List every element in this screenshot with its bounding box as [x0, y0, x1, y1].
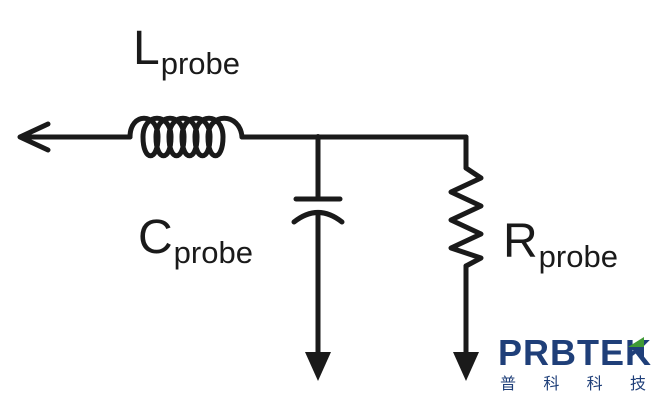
- label-c-main: C: [138, 211, 173, 264]
- label-c-probe: Cprobe: [138, 211, 253, 269]
- logo-cn-char-2: 科: [543, 374, 560, 393]
- label-r-sub: probe: [538, 239, 618, 274]
- cap-ground-arrow: [305, 352, 331, 381]
- prbtek-logo: PRBTEK 普 科 科 技: [498, 332, 653, 401]
- resistor-zigzag: [448, 165, 484, 269]
- logo-wordmark: PRBTEK: [498, 332, 653, 373]
- label-l-sub: probe: [160, 46, 240, 81]
- junction-dot: [315, 134, 321, 140]
- logo-cn-char-1: 普: [500, 374, 517, 393]
- logo-cn-char-4: 技: [629, 374, 646, 393]
- logo-leaf-icon: [628, 337, 644, 357]
- label-l-main: L: [133, 22, 160, 75]
- logo-cn-char-3: 科: [586, 374, 603, 393]
- label-l-probe: Lprobe: [133, 22, 240, 80]
- label-r-main: R: [503, 215, 538, 268]
- label-c-sub: probe: [173, 235, 253, 270]
- inductor-coil: [127, 115, 245, 159]
- logo-chinese-text: 普 科 科 技: [500, 376, 646, 392]
- label-r-probe: Rprobe: [503, 215, 618, 273]
- res-ground-arrow: [453, 352, 479, 381]
